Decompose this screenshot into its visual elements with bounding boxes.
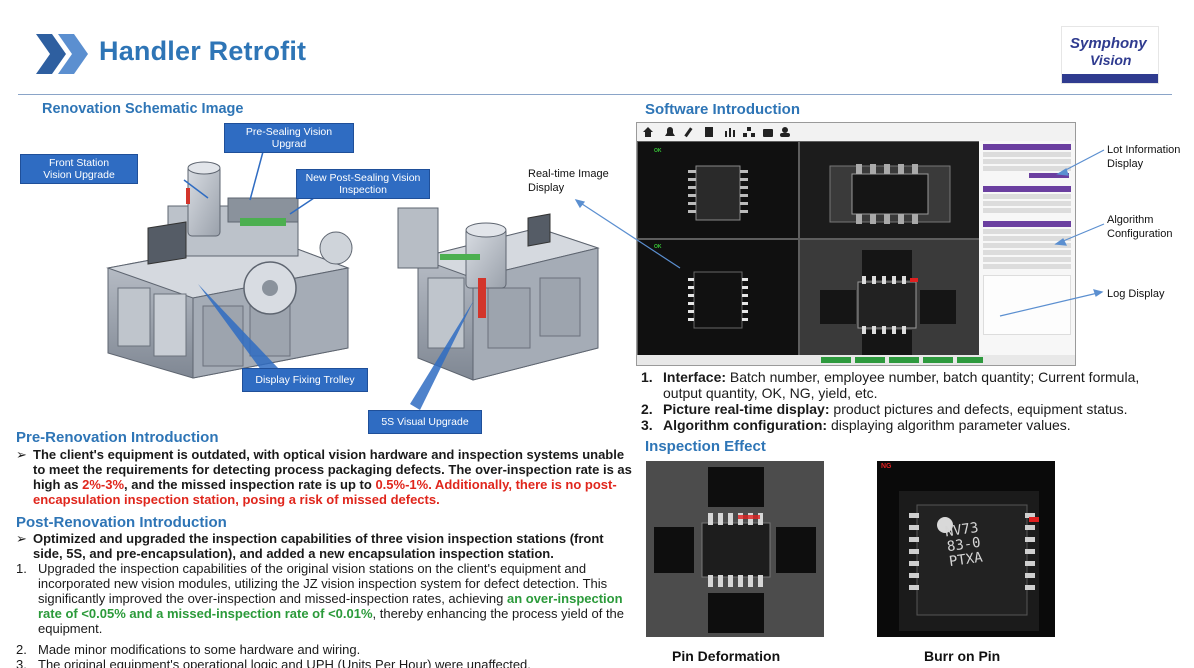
improved-rates: an over-inspection rate of <0.05% and a … — [38, 591, 623, 621]
callout-front-station: Front Station Vision Upgrade — [20, 154, 138, 184]
chip-image — [688, 165, 748, 221]
software-heading: Software Introduction — [645, 101, 800, 118]
post-bullet-text: Optimized and upgraded the inspection ca… — [33, 531, 604, 561]
label-lot-information: Lot Information Display — [1107, 144, 1181, 170]
chip-photo — [646, 461, 824, 637]
caption-pin-deformation: Pin Deformation — [672, 648, 781, 664]
machine-schematic: Front Station Vision Upgrade Pre-Sealing… — [18, 118, 630, 440]
software-feature-list: 1. Interface: Batch number, employee num… — [641, 369, 1181, 433]
pin-deformation-photo — [646, 461, 824, 637]
post-renovation-list: 1. Upgraded the inspection capabilities … — [16, 561, 634, 668]
list-number: 3. — [641, 417, 653, 433]
feature-text: product pictures and defects, equipment … — [829, 401, 1128, 417]
chip-image — [688, 271, 748, 329]
list-number: 3. — [16, 657, 27, 668]
list-item: 1. Upgraded the inspection capabilities … — [16, 561, 634, 636]
list-item: 3. Algorithm configuration: displaying a… — [641, 417, 1181, 433]
schematic-heading: Renovation Schematic Image — [42, 101, 244, 117]
logo-line-2: Vision — [1090, 52, 1132, 68]
list-number: 1. — [641, 369, 653, 385]
post-renovation-heading: Post-Renovation Introduction — [16, 514, 227, 531]
caption-burr-on-pin: Burr on Pin — [924, 648, 1001, 664]
list-item: 3. The original equipment's operational … — [16, 657, 634, 668]
ok-label: OK — [654, 244, 662, 250]
feature-key: Interface: — [663, 369, 727, 385]
item-text: Upgraded the inspection capabilities of … — [38, 561, 608, 606]
pre-text-3: . Additionally, there is no post-encapsu… — [33, 477, 617, 507]
logo-line-1: Symphony — [1070, 35, 1147, 52]
chip-marking-text: NV73 83-0 PTXA — [943, 519, 984, 571]
pre-renovation-text: ➢ The client's equipment is outdated, wi… — [16, 447, 634, 507]
callout-trolley: Display Fixing Trolley — [242, 368, 368, 392]
camera-pane-4 — [799, 239, 981, 357]
camera-pane-2 — [799, 141, 981, 239]
over-inspection-rate: 2%-3% — [82, 477, 125, 492]
machine-drawing — [106, 147, 600, 410]
callout-5s-visual: 5S Visual Upgrade — [368, 410, 482, 434]
list-item: 1. Interface: Batch number, employee num… — [641, 369, 1181, 401]
list-number: 1. — [16, 561, 27, 576]
item-text: Made minor modifications to some hardwar… — [38, 642, 361, 657]
label-algorithm-config: Algorithm Configuration — [1107, 214, 1173, 240]
ng-label: NG — [881, 463, 892, 470]
status-bar — [637, 355, 1075, 365]
company-logo: Symphony Vision — [1061, 26, 1159, 84]
list-item: 2. Picture real-time display: product pi… — [641, 401, 1181, 417]
software-screenshot: OK OK — [636, 122, 1076, 366]
list-item: 2. Made minor modifications to some hard… — [16, 642, 634, 657]
item-text-end: , thereby enhancing the process yield of… — [38, 606, 625, 636]
pre-text-1: The client's equipment is outdated, with… — [33, 447, 632, 492]
ok-label: OK — [654, 148, 662, 154]
item-text: The original equipment's operational log… — [38, 657, 531, 668]
toolbar-icons — [643, 127, 790, 138]
chip-image — [829, 164, 951, 224]
pre-text-2: , and the missed inspection rate is up t… — [124, 477, 376, 492]
software-toolbar — [637, 123, 1075, 141]
label-log-display: Log Display — [1107, 288, 1165, 300]
feature-text: Batch number, employee number, batch qua… — [663, 369, 1140, 401]
burr-on-pin-photo: NG NV73 83-0 PTXA — [877, 461, 1055, 637]
post-renovation-bullet: ➢ Optimized and upgraded the inspection … — [16, 531, 634, 561]
inspection-heading: Inspection Effect — [645, 438, 766, 455]
feature-key: Algorithm configuration: — [663, 417, 828, 433]
logo-band — [1062, 74, 1158, 83]
missed-inspection-rate: 0.5%-1% — [375, 477, 429, 492]
list-number: 2. — [641, 401, 653, 417]
chip-photo — [877, 461, 1055, 637]
callout-pre-sealing: Pre-Sealing Vision Upgrad — [224, 123, 354, 153]
feature-key: Picture real-time display: — [663, 401, 830, 417]
chevron-arrows-icon — [36, 34, 88, 74]
label-realtime-image: Real-time Image Display — [528, 168, 609, 194]
header-divider — [18, 94, 1172, 95]
feature-text: displaying algorithm parameter values. — [827, 417, 1071, 433]
list-number: 2. — [16, 642, 27, 657]
camera-pane-1: OK — [637, 141, 799, 239]
arrow-bullet-icon: ➢ — [16, 531, 27, 546]
annotation-arrows — [574, 149, 1105, 317]
page-title: Handler Retrofit — [99, 36, 307, 66]
chip-image — [820, 250, 956, 356]
info-sidebar — [979, 141, 1075, 357]
pre-renovation-heading: Pre-Renovation Introduction — [16, 429, 219, 446]
callout-post-sealing: New Post-Sealing Vision Inspection — [296, 169, 430, 199]
arrow-bullet-icon: ➢ — [16, 447, 27, 462]
